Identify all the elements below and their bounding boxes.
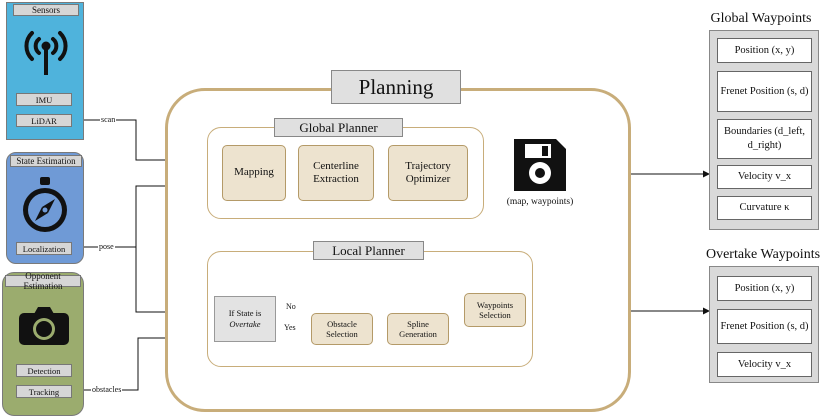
decision-line-2: Overtake [229, 319, 261, 329]
opponent-estimation-title: Opponent Estimation [5, 271, 81, 291]
centerline-line-2: Extraction [313, 173, 359, 185]
obstacle-selection-box: Obstacle Selection [311, 313, 373, 345]
compass-icon [23, 177, 67, 232]
spline-line-2: Generation [399, 329, 437, 339]
waypoints-sel-line-2: Selection [479, 310, 511, 320]
localization-box: Localization [16, 242, 72, 255]
overtake-wp-frenet: Frenet Position (s, d) [717, 309, 812, 344]
overtake-decision-box: If State is Overtake [214, 296, 276, 342]
imu-box: IMU [16, 93, 72, 106]
mapping-box: Mapping [222, 145, 286, 201]
tracking-box: Tracking [16, 385, 72, 398]
trajectory-line-1: Trajectory [405, 159, 451, 172]
antenna-icon [24, 31, 68, 75]
centerline-line-1: Centerline [313, 159, 359, 172]
decision-line-1: If State is [228, 308, 262, 319]
scan-label: scan [100, 115, 117, 124]
yes-label: Yes [284, 323, 296, 332]
waypoints-sel-line-1: Waypoints [476, 299, 514, 310]
global-waypoints-panel: Position (x, y) Frenet Position (s, d) B… [709, 30, 819, 230]
global-wp-frenet: Frenet Position (s, d) [717, 71, 812, 112]
pose-label: pose [98, 242, 115, 251]
spline-generation-box: Spline Generation [387, 313, 449, 345]
global-wp-velocity: Velocity v_x [717, 165, 812, 189]
no-label: No [286, 302, 296, 311]
save-disk-icon [514, 139, 566, 191]
obstacle-line-1: Obstacle [327, 318, 357, 329]
global-waypoints-title: Global Waypoints [710, 11, 812, 26]
save-caption: (map, waypoints) [506, 197, 574, 207]
opponent-estimation-panel: Opponent Estimation Detection Tracking [2, 271, 84, 416]
sensors-panel: Sensors IMU LiDAR [6, 2, 84, 140]
camera-icon [19, 307, 69, 345]
state-estimation-title: State Estimation [10, 155, 82, 167]
waypoints-selection-box: Waypoints Selection [464, 293, 526, 327]
detection-box: Detection [16, 364, 72, 377]
state-estimation-panel: State Estimation Localization [6, 152, 84, 264]
global-wp-curvature: Curvature κ [717, 196, 812, 220]
planning-title: Planning [331, 70, 461, 104]
global-wp-position: Position (x, y) [717, 38, 812, 63]
trajectory-optimizer-box: Trajectory Optimizer [388, 145, 468, 201]
overtake-wp-position: Position (x, y) [717, 276, 812, 301]
global-wp-boundaries: Boundaries (d_left, d_right) [717, 119, 812, 159]
local-planner-title: Local Planner [313, 241, 424, 260]
obstacles-label: obstacles [91, 385, 123, 394]
global-planner-title: Global Planner [274, 118, 403, 137]
overtake-wp-velocity: Velocity v_x [717, 352, 812, 377]
sensors-title: Sensors [13, 4, 79, 16]
trajectory-line-2: Optimizer [405, 173, 451, 185]
obstacle-line-2: Selection [326, 329, 358, 339]
spline-line-1: Spline [407, 318, 429, 329]
lidar-box: LiDAR [16, 114, 72, 127]
overtake-waypoints-title: Overtake Waypoints [705, 247, 821, 262]
centerline-extraction-box: Centerline Extraction [298, 145, 374, 201]
overtake-waypoints-panel: Position (x, y) Frenet Position (s, d) V… [709, 266, 819, 383]
